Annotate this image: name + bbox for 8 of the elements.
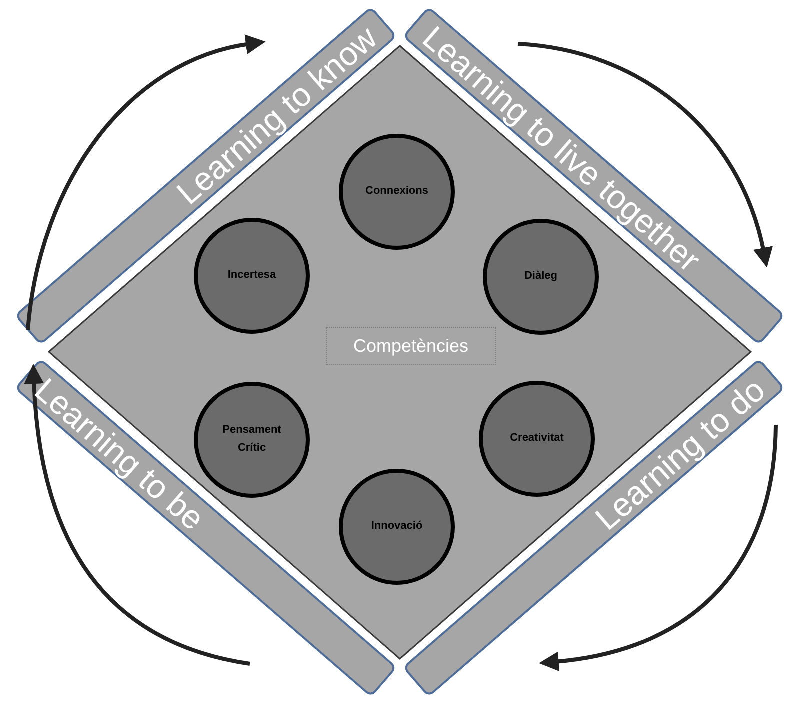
- text-box: [326, 327, 496, 365]
- circle-label: Incertesa: [228, 268, 276, 284]
- circle-label: Diàleg: [524, 269, 558, 284]
- circle-label: Creativitat: [510, 431, 564, 446]
- circle-label: Pensament Crític: [222, 423, 282, 456]
- center-label: Competències: [353, 334, 469, 358]
- circle-label: Innovació: [371, 519, 423, 534]
- circle-label: Connexions: [366, 184, 428, 200]
